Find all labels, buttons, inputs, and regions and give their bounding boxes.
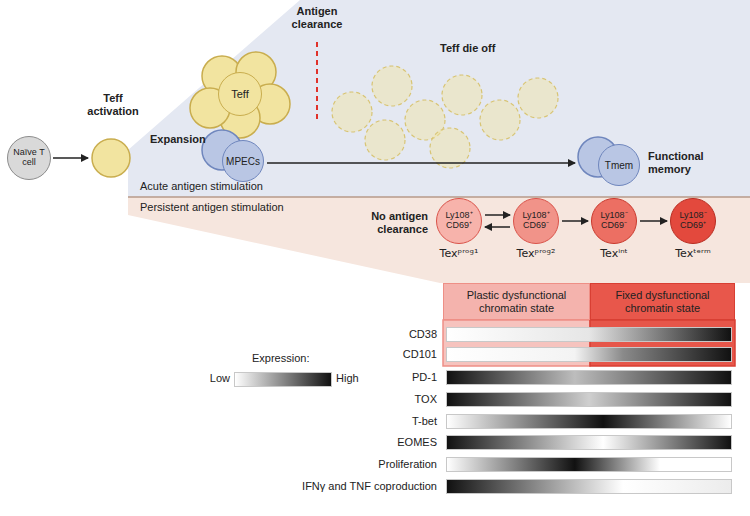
- subset-label: Texᵖʳᵒᵍ²: [517, 248, 556, 260]
- transition-arrow: [267, 162, 575, 164]
- transition-arrow: [640, 220, 667, 222]
- row-label: CD101: [403, 348, 437, 361]
- transition-arrow: [485, 214, 510, 216]
- node-text: Plastic dysfunctional chromatin state: [450, 289, 583, 313]
- cell-circle: Tmem: [598, 144, 640, 186]
- annotation: Teff die off: [440, 42, 495, 55]
- annotation: Persistent antigen stimulation: [140, 201, 284, 214]
- expression-bar: [446, 457, 732, 472]
- node-text: Ly108⁺ CD69⁺: [439, 211, 479, 231]
- divider-line: [128, 196, 750, 198]
- expression-bar: [446, 327, 732, 342]
- node-text: Ly108⁻ CD69⁻: [594, 211, 634, 231]
- tex-circle: Ly108⁺ CD69⁺Texᵖʳᵒᵍ¹: [436, 198, 482, 244]
- cell-circle: Teff: [218, 72, 262, 116]
- expression-bar: [446, 435, 732, 450]
- node-text: Ly108⁺ CD69⁻: [516, 211, 556, 231]
- node-text: Ly108⁻ CD69⁺: [673, 211, 713, 231]
- annotation: No antigen clearance: [348, 210, 428, 235]
- dying-cells: [332, 66, 558, 168]
- transition-arrow: [485, 226, 510, 228]
- annotation: Teff activation: [82, 92, 144, 117]
- legend-text: High: [336, 372, 359, 385]
- cell-circle: MPECs: [222, 140, 264, 182]
- legend-text: Low: [210, 372, 230, 385]
- row-label: TOX: [415, 393, 437, 406]
- annotation: Antigen clearance: [281, 5, 353, 30]
- activation-arrow: [53, 157, 88, 159]
- persistent-region: [128, 197, 750, 283]
- tex-circle: Ly108⁻ CD69⁺Texᵗᵉʳᵐ: [670, 198, 716, 244]
- cell-circle: Naïve T cell: [7, 136, 51, 180]
- transition-arrow: [562, 220, 588, 222]
- legend-text: Expression:: [252, 352, 309, 365]
- teff-cluster: [190, 52, 290, 138]
- expression-bar: [446, 370, 732, 385]
- row-label: IFNγ and TNF coproduction: [302, 480, 437, 493]
- chromatin-box: Fixed dysfunctional chromatin state: [590, 283, 735, 320]
- annotation: Functional memory: [648, 150, 728, 175]
- tex-circle: Ly108⁻ CD69⁻Texⁱⁿᵗ: [591, 198, 637, 244]
- subset-label: Texᵖʳᵒᵍ¹: [440, 248, 479, 260]
- row-label: T-bet: [412, 415, 437, 428]
- node-text: Tmem: [605, 160, 633, 171]
- annotation: Acute antigen stimulation: [140, 180, 263, 193]
- chromatin-box: Plastic dysfunctional chromatin state: [443, 283, 590, 320]
- legend-gradient: [234, 372, 332, 387]
- clearance-line: [316, 42, 318, 120]
- expression-bar: [446, 392, 732, 407]
- activated-cell: [92, 139, 130, 177]
- subset-label: Texⁱⁿᵗ: [600, 248, 628, 260]
- node-text: Naïve T cell: [10, 148, 48, 168]
- node-text: MPECs: [226, 156, 260, 167]
- row-label: PD-1: [412, 371, 437, 384]
- tex-circle: Ly108⁺ CD69⁻Texᵖʳᵒᵍ²: [513, 198, 559, 244]
- row-label: Proliferation: [378, 458, 437, 471]
- expression-bar: [446, 479, 732, 494]
- row-label: EOMES: [397, 436, 437, 449]
- node-text: Teff: [231, 88, 249, 100]
- acute-region: [128, 0, 750, 197]
- row-label: CD38: [409, 328, 437, 341]
- expression-bar: [446, 347, 732, 362]
- expression-bar: [446, 414, 732, 429]
- node-text: Fixed dysfunctional chromatin state: [597, 289, 728, 313]
- subset-label: Texᵗᵉʳᵐ: [675, 248, 710, 260]
- annotation: Expansion: [150, 133, 206, 146]
